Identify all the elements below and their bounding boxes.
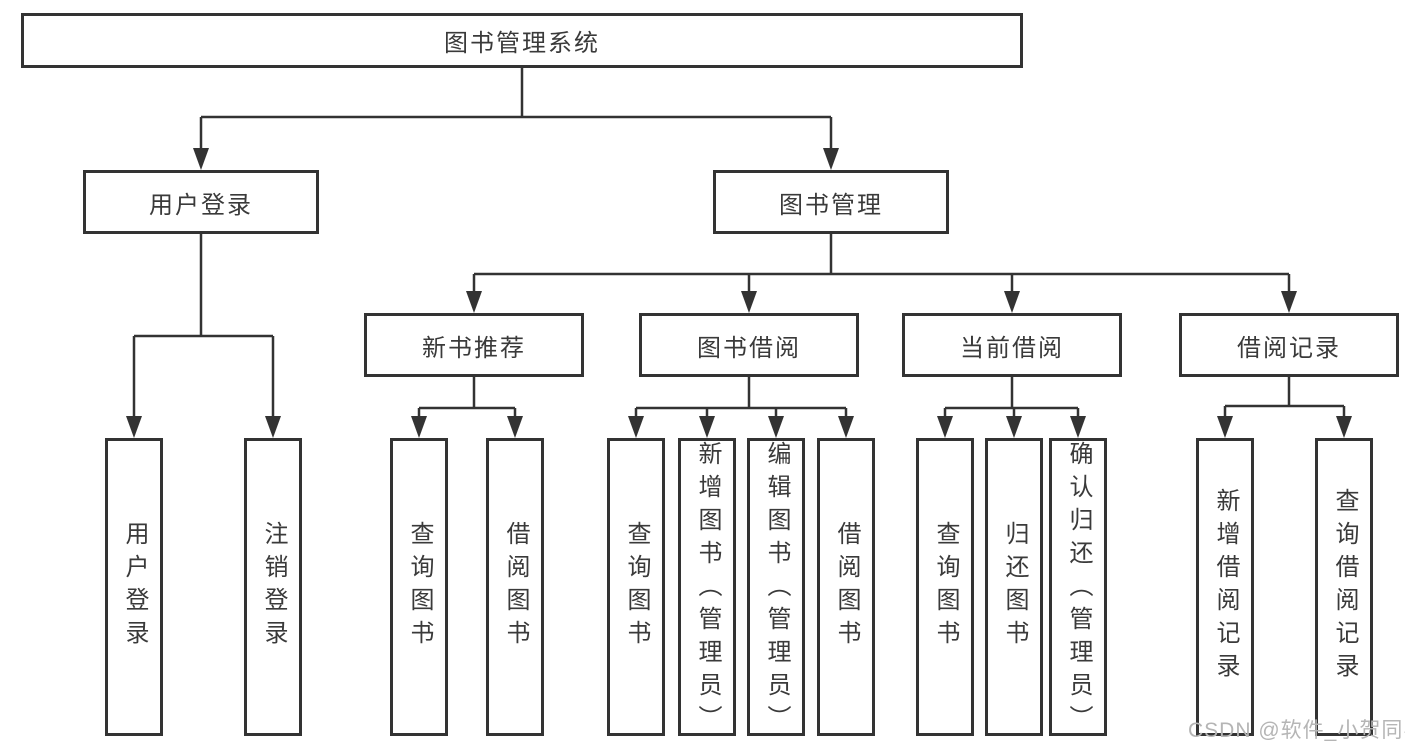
- leaf-add-books-admin: 新增图书（管理员）: [678, 438, 736, 738]
- node-user-login: 用户登录: [83, 170, 319, 234]
- leaf-borrow-books-recommend: 借阅图书: [486, 438, 544, 736]
- leaf-add-books-admin-label: 新增图书（管理员）: [694, 441, 721, 738]
- node-current-borrowing-label: 当前借阅: [960, 334, 1064, 362]
- leaf-logout: 注销登录: [244, 438, 302, 736]
- leaf-query-books-recommend-label: 查询图书: [406, 521, 433, 653]
- leaf-borrow-books: 借阅图书: [817, 438, 875, 736]
- node-new-book-recommend-label: 新书推荐: [422, 334, 526, 362]
- leaf-query-books-recommend: 查询图书: [390, 438, 448, 736]
- node-borrowing-records-label: 借阅记录: [1237, 334, 1341, 362]
- leaf-query-books-current-label: 查询图书: [932, 521, 959, 653]
- leaf-borrow-books-recommend-label: 借阅图书: [502, 521, 529, 653]
- edge-strokes: [132, 68, 1346, 420]
- leaf-logout-label: 注销登录: [260, 521, 287, 653]
- leaf-confirm-return-admin: 确认归还（管理员）: [1049, 438, 1107, 738]
- node-new-book-recommend: 新书推荐: [364, 313, 584, 377]
- watermark-text: CSDN @软件_小贺同学: [1188, 719, 1405, 742]
- leaf-query-books-borrow-label: 查询图书: [623, 521, 650, 653]
- node-book-borrowing: 图书借阅: [639, 313, 859, 377]
- leaf-query-books-current: 查询图书: [916, 438, 974, 736]
- leaf-query-borrow-record-label: 查询借阅记录: [1331, 488, 1358, 686]
- leaf-user-login-label: 用户登录: [121, 521, 148, 653]
- node-root-label: 图书管理系统: [444, 30, 600, 57]
- leaf-query-books-borrow: 查询图书: [607, 438, 665, 736]
- arrowheads: [126, 148, 1352, 438]
- node-root: 图书管理系统: [21, 13, 1023, 68]
- leaf-add-borrow-record-label: 新增借阅记录: [1212, 488, 1239, 686]
- node-current-borrowing: 当前借阅: [902, 313, 1122, 377]
- node-borrowing-records: 借阅记录: [1179, 313, 1399, 377]
- leaf-add-borrow-record: 新增借阅记录: [1196, 438, 1254, 736]
- leaf-query-borrow-record: 查询借阅记录: [1315, 438, 1373, 736]
- leaf-borrow-books-label: 借阅图书: [833, 521, 860, 653]
- node-book-management-label: 图书管理: [779, 191, 883, 219]
- leaf-confirm-return-admin-label: 确认归还（管理员）: [1065, 441, 1092, 738]
- leaf-return-books: 归还图书: [985, 438, 1043, 736]
- leaf-edit-books-admin-label: 编辑图书（管理员）: [763, 441, 790, 738]
- node-book-borrowing-label: 图书借阅: [697, 334, 801, 362]
- leaf-edit-books-admin: 编辑图书（管理员）: [747, 438, 805, 738]
- leaf-user-login: 用户登录: [105, 438, 163, 736]
- leaf-return-books-label: 归还图书: [1001, 521, 1028, 653]
- node-user-login-label: 用户登录: [149, 191, 253, 219]
- node-book-management: 图书管理: [713, 170, 949, 234]
